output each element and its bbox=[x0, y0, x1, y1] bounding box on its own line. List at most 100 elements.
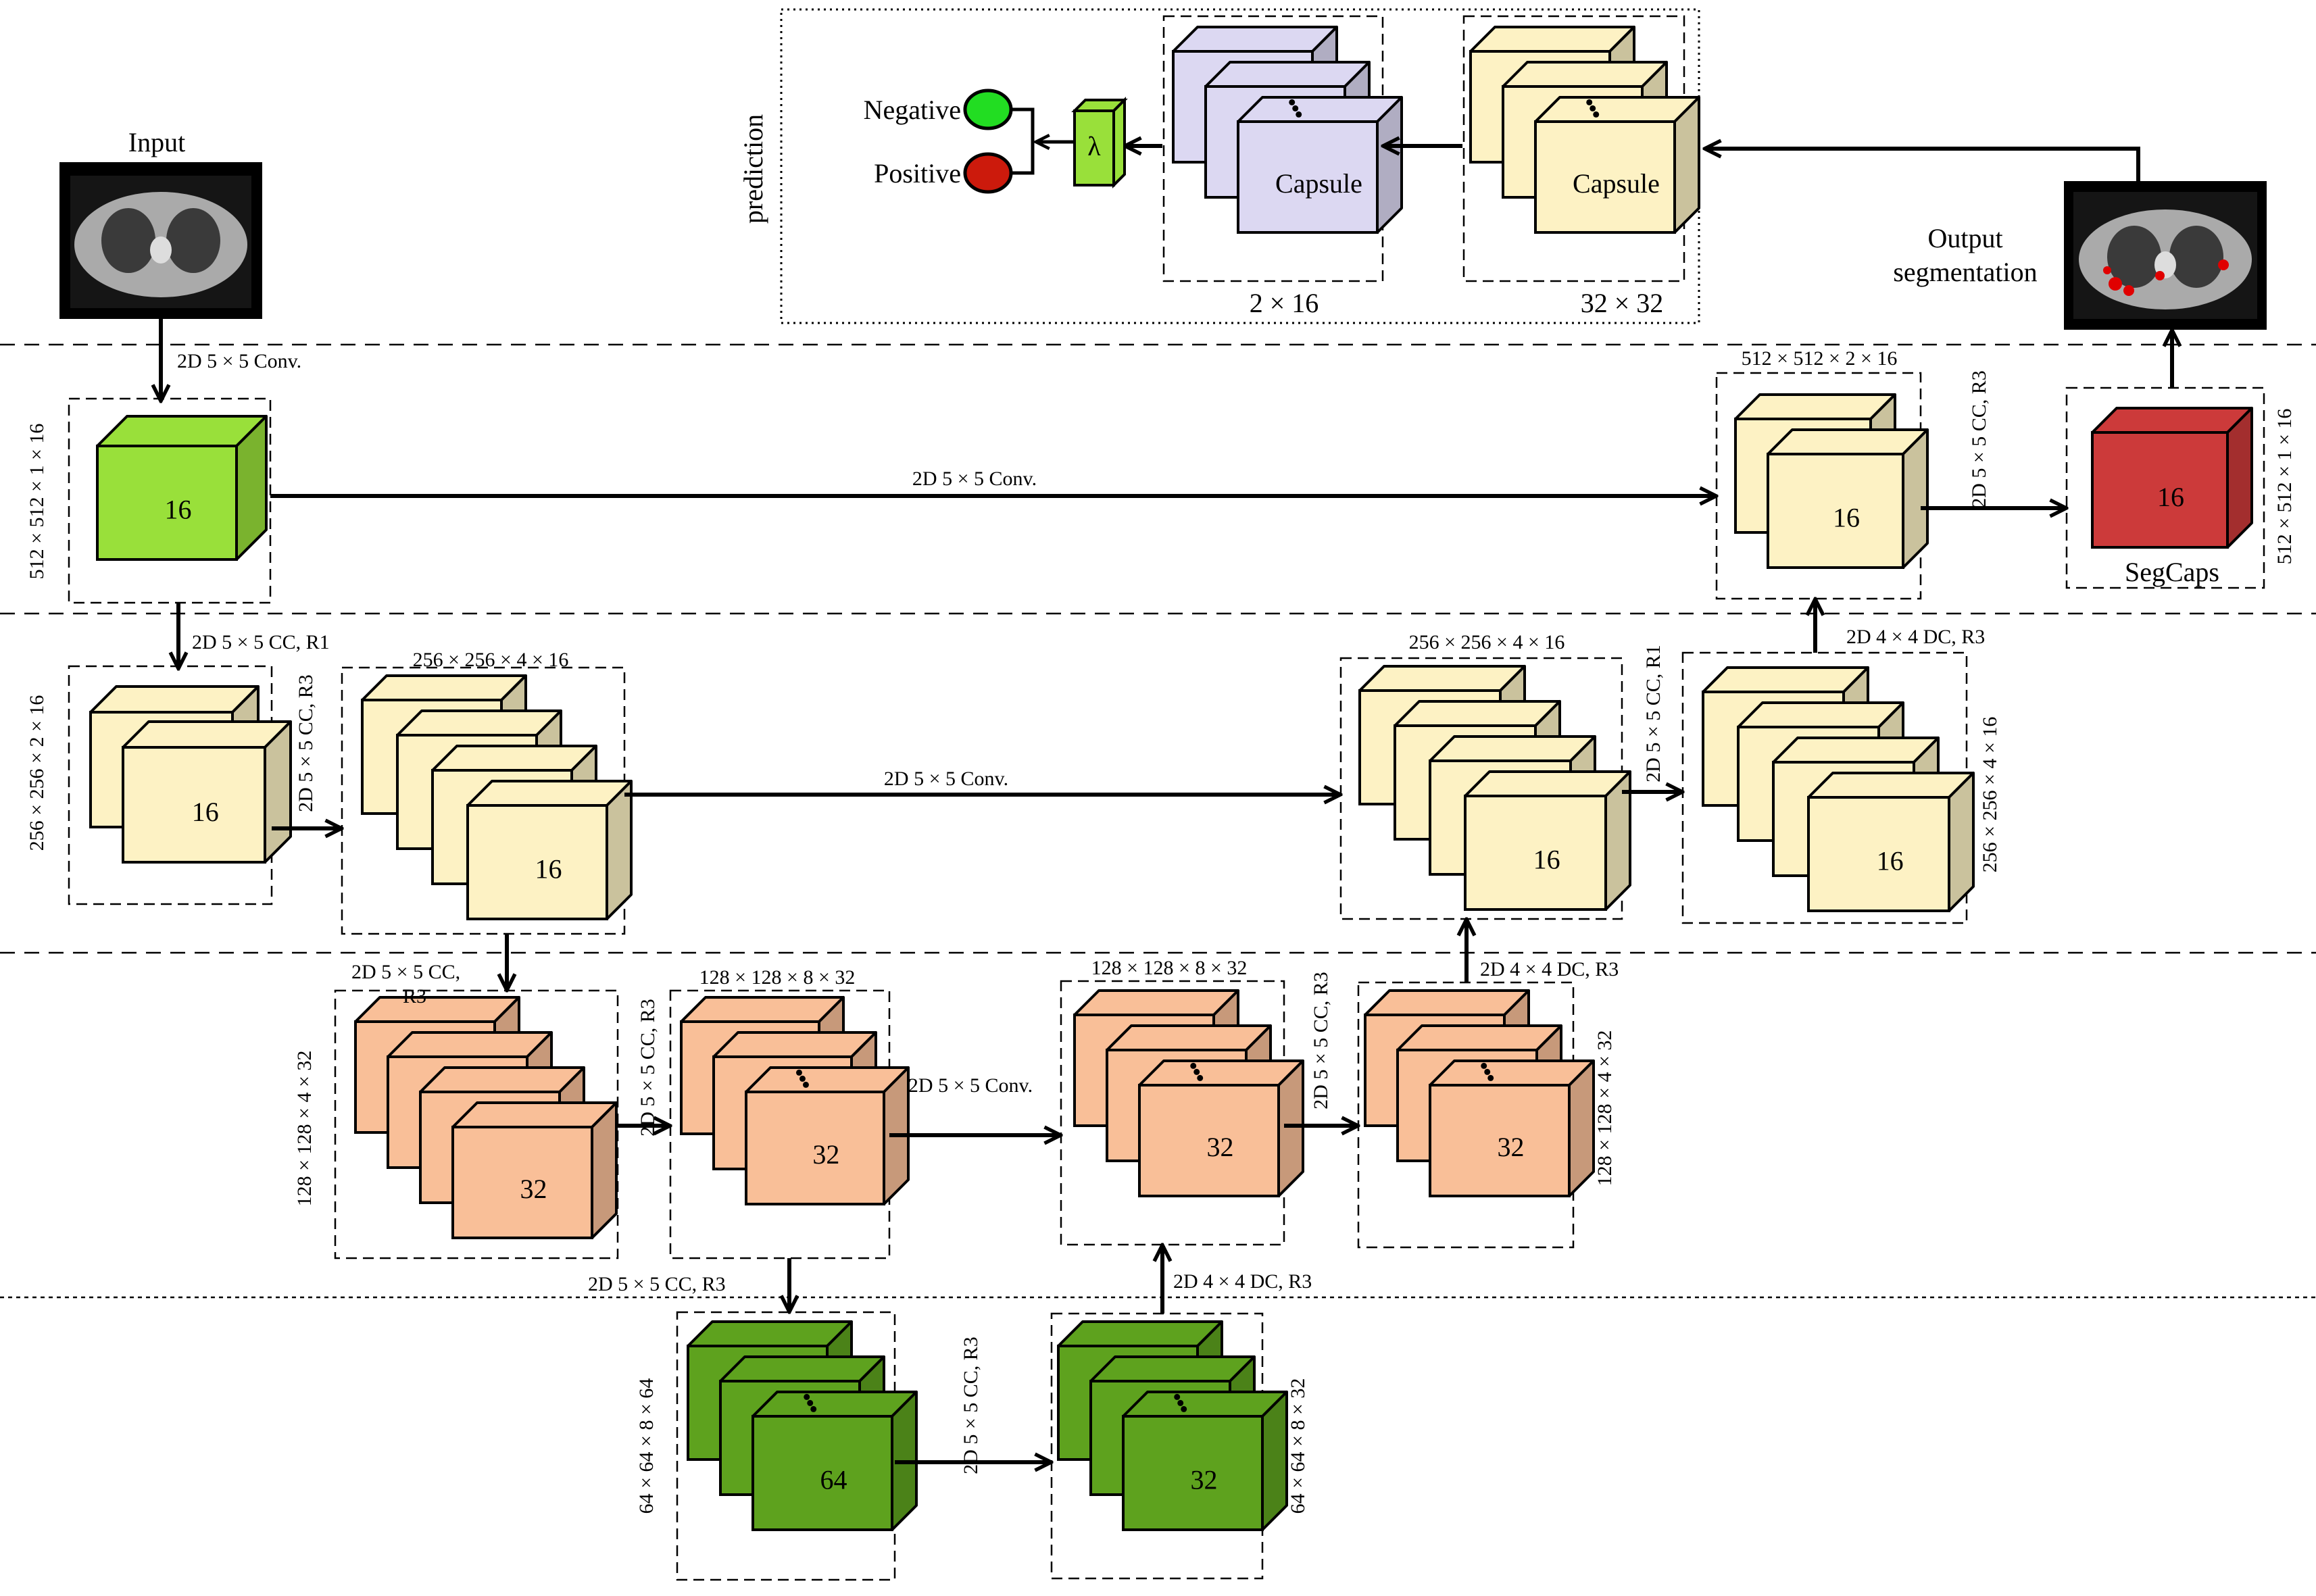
capsule-small-front-cube-label: Capsule bbox=[1275, 168, 1362, 199]
block-8-ellipsis-dot bbox=[1193, 1068, 1200, 1075]
op-cc-r3-b-line2: R3 bbox=[403, 985, 426, 1007]
block-5-front-cube: 32 bbox=[745, 1066, 910, 1205]
negative-node bbox=[963, 89, 1013, 130]
output-connector bbox=[1011, 107, 1035, 175]
block-7-front-cube: 32 bbox=[1122, 1391, 1288, 1531]
block-11-front-cube-label: 16 bbox=[1877, 846, 1904, 876]
block-2-dims: 256 × 256 × 2 × 16 bbox=[26, 695, 48, 851]
block-8-ellipsis-dot bbox=[1197, 1074, 1204, 1081]
block-10: 16 bbox=[1358, 665, 1631, 911]
prediction-label: prediction bbox=[738, 114, 768, 224]
capsule-large-dims: 32 × 32 bbox=[1581, 288, 1664, 318]
block-5-ellipsis-dot bbox=[799, 1075, 806, 1082]
op-dc-r3-c: 2D 4 × 4 DC, R3 bbox=[1846, 626, 1985, 648]
positive-node bbox=[963, 152, 1013, 194]
block-6-ellipsis-dot bbox=[804, 1393, 810, 1400]
block-4: 32 bbox=[354, 996, 618, 1239]
block-12-front-cube: 16 bbox=[1767, 428, 1929, 569]
block-7-ellipsis-dot bbox=[1181, 1405, 1187, 1412]
positive-label: Positive bbox=[874, 158, 961, 189]
op-cc-r3-c: 2D 5 × 5 CC, R3 bbox=[637, 999, 659, 1137]
lambda-symbol: λ bbox=[1087, 131, 1101, 161]
block-5-ellipsis-dot bbox=[795, 1069, 802, 1076]
block-13-dims: 512 × 512 × 1 × 16 bbox=[2273, 409, 2296, 565]
positive-output: Positive bbox=[874, 152, 1013, 194]
capsule-small-ellipsis-dot bbox=[1296, 111, 1302, 118]
op-cc-r3-f: 2D 5 × 5 CC, R3 bbox=[1310, 972, 1332, 1109]
block-2-front-cube-label: 16 bbox=[192, 797, 219, 827]
capsule-large-ellipsis-dot bbox=[1586, 99, 1593, 105]
block-11-front-cube: 16 bbox=[1807, 772, 1975, 912]
block-9-ellipsis-dot bbox=[1481, 1062, 1487, 1069]
output-label-line2: segmentation bbox=[1893, 257, 2037, 287]
block-5-front-cube-label: 32 bbox=[812, 1139, 839, 1170]
op-skip-3: 2D 5 × 5 Conv. bbox=[908, 1074, 1033, 1097]
block-1-front-cube: 16 bbox=[96, 415, 268, 561]
block-2-front-cube: 16 bbox=[122, 720, 292, 864]
op-input-conv: 2D 5 × 5 Conv. bbox=[177, 350, 301, 372]
negative-output: Negative bbox=[864, 89, 1013, 130]
op-cc-r3-out: 2D 5 × 5 CC, R3 bbox=[1968, 370, 1990, 508]
capsule-small-dims: 2 × 16 bbox=[1250, 288, 1319, 318]
block-13-front-cube: 16 bbox=[2091, 407, 2253, 549]
annotations: 512 × 512 × 1 × 16 512 × 512 × 2 × 16 SegC… bbox=[26, 146, 2296, 1514]
block-10-front-cube: 16 bbox=[1464, 770, 1631, 911]
op-skip-2: 2D 5 × 5 Conv. bbox=[884, 768, 1008, 790]
block-4-front-cube: 32 bbox=[451, 1101, 618, 1239]
block-5-ellipsis-dot bbox=[802, 1081, 809, 1088]
negative-label: Negative bbox=[864, 95, 961, 125]
block-3-front-cube-label: 16 bbox=[535, 854, 562, 884]
block-13: 16 bbox=[2091, 407, 2253, 549]
op-cc-r3-e: 2D 5 × 5 CC, R3 bbox=[960, 1337, 982, 1474]
capsule-small: Capsule bbox=[1172, 26, 1403, 234]
block-3-dims: 256 × 256 × 4 × 16 bbox=[413, 649, 569, 671]
op-cc-r3-a: 2D 5 × 5 CC, R3 bbox=[295, 674, 317, 812]
block-6-ellipsis-dot bbox=[810, 1405, 817, 1412]
block-11: 16 bbox=[1702, 666, 1975, 912]
block-11-dims: 256 × 256 × 4 × 16 bbox=[1979, 717, 2001, 873]
input-label: Input bbox=[128, 127, 185, 157]
op-dc-r3-a: 2D 4 × 4 DC, R3 bbox=[1173, 1270, 1312, 1293]
block-8-front-cube-label: 32 bbox=[1206, 1132, 1233, 1162]
block-5-dims: 128 × 128 × 8 × 32 bbox=[699, 966, 856, 989]
block-10-front-cube-label: 16 bbox=[1533, 845, 1560, 875]
block-12-front-cube-label: 16 bbox=[1833, 503, 1860, 533]
lambda-block: λ bbox=[1071, 97, 1128, 189]
capsule-large-box bbox=[1462, 15, 1685, 282]
block-4-dims: 128 × 128 × 4 × 32 bbox=[293, 1051, 316, 1207]
block-4-front-cube-label: 32 bbox=[520, 1174, 547, 1204]
op-cc-r1-up: 2D 5 × 5 CC, R1 bbox=[1642, 645, 1665, 782]
capsule-small-front-cube: Capsule bbox=[1237, 96, 1403, 234]
input-ct-image bbox=[59, 162, 262, 319]
block-1: 16 bbox=[96, 415, 268, 561]
block-6-dims: 64 × 64 × 8 × 64 bbox=[635, 1378, 658, 1514]
block-13-front-cube-label: 16 bbox=[2157, 482, 2184, 512]
block-6: 64 bbox=[687, 1320, 918, 1531]
op-dc-r3-b: 2D 4 × 4 DC, R3 bbox=[1480, 958, 1619, 980]
block-10-dims: 256 × 256 × 4 × 16 bbox=[1409, 631, 1565, 653]
block-12: 16 bbox=[1734, 393, 1929, 569]
level-separators bbox=[0, 343, 2316, 1299]
capsule-large: Capsule bbox=[1469, 26, 1700, 234]
block-6-front-cube-label: 64 bbox=[820, 1465, 847, 1495]
block-9-dims: 128 × 128 × 4 × 32 bbox=[1594, 1030, 1616, 1187]
op-skip-1: 2D 5 × 5 Conv. bbox=[912, 468, 1037, 490]
block-7-ellipsis-dot bbox=[1177, 1399, 1184, 1406]
output-segmentation-image bbox=[2064, 181, 2267, 330]
block-7-ellipsis-dot bbox=[1174, 1393, 1181, 1400]
prediction-panel bbox=[780, 8, 1700, 324]
op-cc-r3-b-line1: 2D 5 × 5 CC, bbox=[351, 961, 460, 983]
segcaps-label: SegCaps bbox=[2125, 557, 2219, 587]
block-12-dims: 512 × 512 × 2 × 16 bbox=[1742, 347, 1898, 370]
capsule-small-ellipsis-dot bbox=[1292, 105, 1299, 111]
block-7: 32 bbox=[1057, 1320, 1288, 1531]
output-to-capsule-large-arrow bbox=[1706, 149, 2140, 182]
block-3-front-cube: 16 bbox=[466, 780, 633, 920]
output-label-line1: Output bbox=[1927, 223, 2002, 253]
capsule-large-ellipsis-dot bbox=[1593, 111, 1600, 118]
op-cc-r3-d: 2D 5 × 5 CC, R3 bbox=[588, 1273, 726, 1295]
op-cc-r1-down: 2D 5 × 5 CC, R1 bbox=[192, 631, 330, 653]
capsule-large-ellipsis-dot bbox=[1590, 105, 1596, 111]
